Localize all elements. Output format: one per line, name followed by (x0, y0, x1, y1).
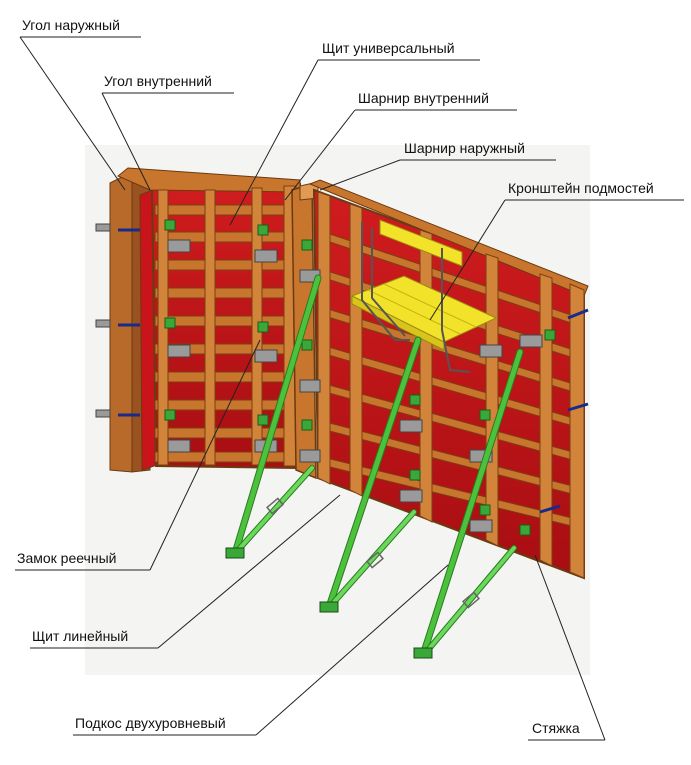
scaffold-platform (350, 222, 498, 373)
label-rail-lock: Замок реечный (17, 550, 117, 566)
label-underlines (15, 36, 684, 741)
label-corner-inner: Угол внутренний (104, 73, 212, 89)
left-wall (95, 167, 302, 473)
label-panel-linear: Щит линейный (32, 628, 129, 644)
label-tie-rod: Стяжка (532, 720, 580, 736)
label-scaffold-bracket: Кронштейн подмостей (508, 180, 654, 196)
leader-lines (19, 36, 606, 741)
outer-corner-post (109, 171, 133, 473)
label-panel-universal: Щит универсальный (322, 40, 455, 56)
label-brace-two-level: Подкос двухуровневый (75, 715, 226, 731)
label-hinge-inner: Шарнир внутренний (358, 90, 489, 106)
label-corner-outer: Угол наружный (22, 17, 120, 33)
push-pull-braces (225, 274, 524, 659)
label-hinge-outer: Шарнир наружный (404, 140, 525, 156)
